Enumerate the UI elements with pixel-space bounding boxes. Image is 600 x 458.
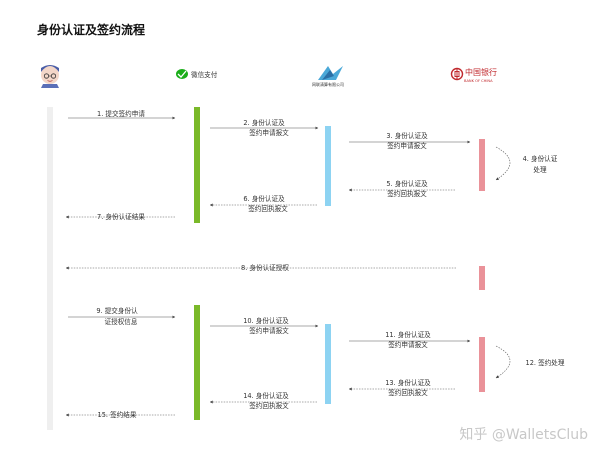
bank-sublabel: BANK OF CHINA [464,79,493,83]
message-label-m3: 3. 身份认证及签约申请报文 [386,131,428,150]
wechat-logo-icon [176,69,188,79]
wechat-activation-bar [194,305,200,420]
arrow-m12 [495,345,511,379]
clearing-house-logo-icon [318,66,343,80]
message-label-m15: 15. 签约结果 [98,410,137,419]
clearing-activation-bar [325,126,331,206]
message-label-m13: 13. 身份认证及签约回执报文 [385,378,431,397]
message-label-m5: 5. 身份认证及签约回执报文 [386,179,428,198]
watermark: 知乎 @WalletsClub [459,427,588,443]
message-label-m6: 6. 身份认证及签约回执报文 [243,194,288,213]
bank-label: 中国银行 [465,67,497,77]
message-label-m14: 14. 身份认证及签约回执报文 [243,391,289,410]
message-label-m2: 2. 身份认证及签约申请报文 [243,118,289,137]
bank-of-china-logo-icon [450,67,464,81]
clearing-label: 网联清算有限公司 [312,81,344,87]
message-label-m1: 1. 提交签约申请 [97,109,145,118]
message-label-m9: 9. 提交身份认证授权信息 [96,306,138,326]
message-label-m10: 10. 身份认证及签约申请报文 [243,316,289,335]
arrow-m4 [495,146,511,181]
message-label-m4: 4. 身份认证处理 [523,154,558,174]
diagram-title: 身份认证及签约流程 [37,23,146,37]
message-label-m12: 12. 签约处理 [526,358,565,367]
wechat-label: 微信支付 [191,70,218,79]
message-label-m7: 7. 身份认证结果 [97,212,145,221]
user-avatar-icon [41,65,59,88]
message-label-m8: 8. 身份认证授权 [241,263,289,272]
message-arrows [65,116,511,417]
bank-activation-bar [479,266,485,290]
bank-activation-bar [479,139,485,191]
user-lifeline [47,107,53,430]
wechat-activation-bar [194,107,200,223]
bank-activation-bar [479,337,485,392]
clearing-activation-bar [325,324,331,404]
message-label-m11: 11. 身份认证及签约申请报文 [385,330,431,349]
